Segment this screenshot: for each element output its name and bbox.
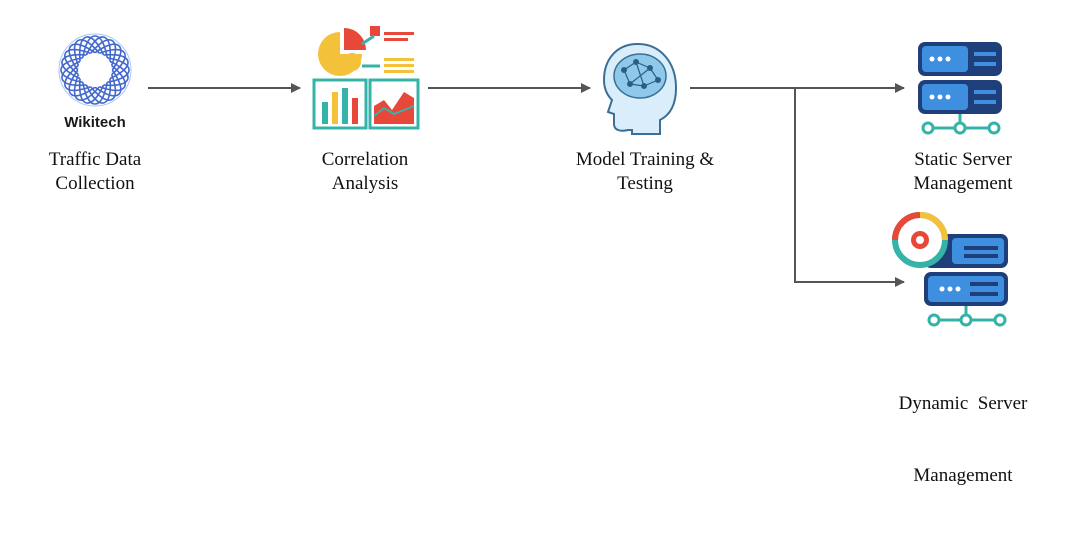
server-stack-icon <box>918 42 1002 135</box>
node-dynamic-server-management: Dynamic Server Management <box>880 344 1046 536</box>
analytics-charts-icon <box>312 26 420 130</box>
node-model-training-testing: Model Training & Testing <box>560 148 730 196</box>
server-gear-icon <box>892 212 1008 327</box>
diagram-canvas <box>58 26 1008 327</box>
node-label-line1: Correlation <box>321 149 409 170</box>
arrow-model-to-dynamic <box>794 88 905 287</box>
node-traffic-data-collection: Traffic Data Collection <box>20 148 170 196</box>
node-correlation-analysis: Correlation Analysis <box>290 148 440 196</box>
node-label-line2: Management <box>913 173 1013 194</box>
brain-head-icon <box>602 42 678 135</box>
flow-diagram: Wikitech Traffic Data Collection Correla… <box>20 26 1038 486</box>
node-label-line2: Testing <box>617 173 673 194</box>
node-label-line2: Management <box>913 465 1013 486</box>
wikitech-brand-label: Wikitech <box>64 114 126 131</box>
node-static-server-management: Static Server Management <box>888 148 1038 196</box>
node-label-line1: Dynamic Server <box>898 393 1028 414</box>
node-label-line2: Analysis <box>331 173 399 194</box>
node-label-line2: Collection <box>55 173 135 194</box>
node-label-line1: Traffic Data <box>48 149 142 170</box>
node-label-line1: Static Server <box>914 149 1012 170</box>
node-label-line1: Model Training & <box>575 149 715 170</box>
wikitech-logo-icon <box>58 33 132 107</box>
